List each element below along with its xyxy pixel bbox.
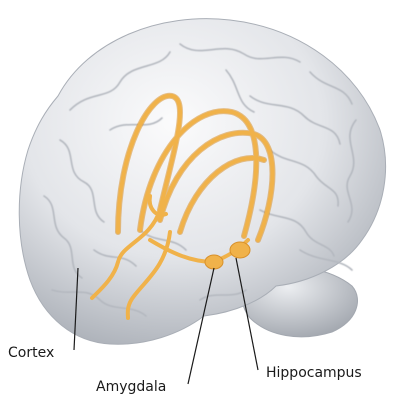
amygdala-label: Amygdala bbox=[96, 380, 166, 394]
hippocampus-label: Hippocampus bbox=[266, 366, 362, 380]
amygdala-body bbox=[205, 255, 223, 269]
cortex-label: Cortex bbox=[8, 346, 54, 360]
hippocampus-body bbox=[230, 242, 250, 258]
